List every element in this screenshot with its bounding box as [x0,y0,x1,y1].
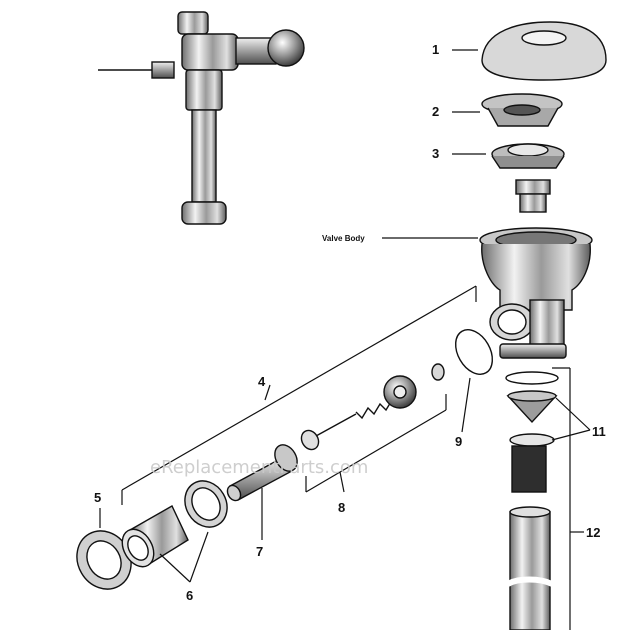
leader-line-9 [461,377,471,433]
part-flush-tube [506,506,554,630]
callout-2: 2 [432,104,439,119]
assembled-flushometer [98,11,305,225]
callout-9: 9 [455,434,462,449]
part-cover [481,21,607,81]
leader-lines-11 [551,397,591,441]
callout-5: 5 [94,490,101,505]
callout-8: 8 [338,500,345,515]
callout-4: 4 [258,374,266,389]
part-valve-body [479,227,593,359]
callout-3: 3 [432,146,439,161]
callout-7: 7 [256,544,263,559]
part-stop-ring [481,93,563,127]
callout-11: 11 [592,424,606,439]
part-tailpiece [121,505,189,568]
watermark-text: eReplacementParts.com [150,457,368,478]
part-plunger-assembly [300,363,445,451]
part-handle-cap [491,143,565,169]
callout-12: 12 [586,525,600,540]
callout-6: 6 [186,588,193,603]
part-gasket [454,329,494,375]
bracket-8 [305,394,447,493]
part-handle [226,444,298,502]
part-vacuum-breaker-kit [505,371,559,493]
callout-valve-body: Valve Body [322,234,365,243]
part-sleeve [184,480,228,528]
bracket-4 [121,285,477,505]
part-top-connector [515,179,551,213]
bracket-12 [552,367,584,630]
callout-1: 1 [432,42,439,57]
leader-lines-6 [159,531,209,583]
